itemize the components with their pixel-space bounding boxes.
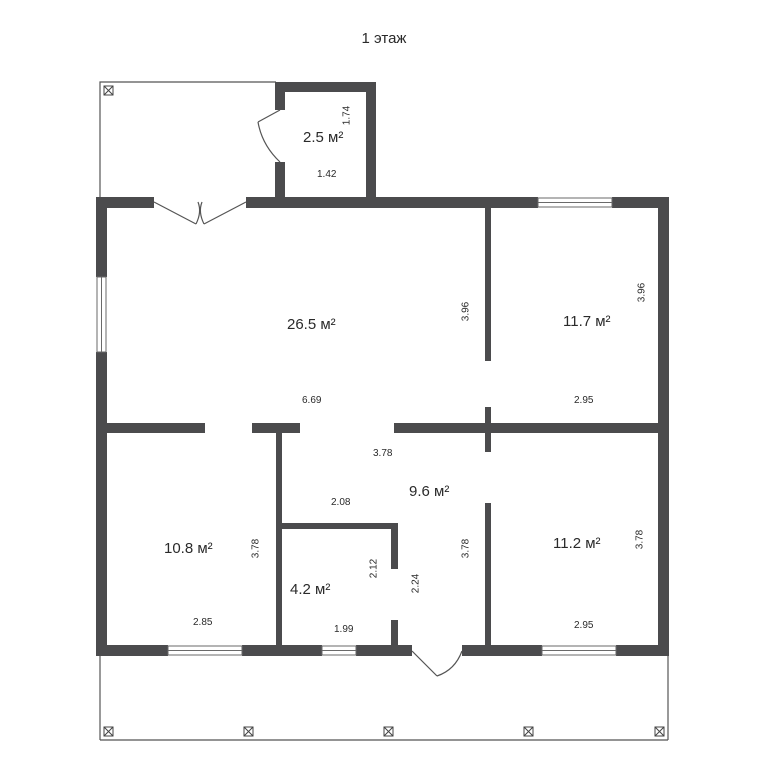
wall: [276, 433, 282, 645]
room-area-living: 26.5 м²: [287, 316, 336, 333]
room-height-living: 3.96: [460, 301, 472, 322]
wall: [612, 197, 669, 208]
post-marker: [103, 726, 114, 737]
room-height-bedroom-se: 3.78: [634, 529, 646, 550]
wall: [252, 423, 300, 433]
wall: [107, 423, 205, 433]
wall: [275, 82, 285, 110]
window-bottom-mid: [321, 645, 357, 656]
post-marker: [654, 726, 665, 737]
room-area-hall: 9.6 м²: [409, 483, 450, 500]
wall: [96, 197, 107, 277]
room-side-hall: 2.08: [331, 497, 351, 508]
window-top-right: [537, 197, 613, 208]
room-height-bedroom-ne: 3.96: [636, 282, 648, 303]
room-area-storage: 2.5 м²: [303, 129, 344, 146]
wall: [485, 503, 491, 645]
room-width-bath: 1.99: [334, 624, 354, 635]
post-marker: [383, 726, 394, 737]
wall: [391, 620, 398, 645]
wall: [246, 197, 538, 208]
walls: [96, 82, 669, 656]
room-width-hall: 3.78: [373, 448, 393, 459]
room-width-storage: 1.42: [317, 169, 337, 180]
wall: [394, 423, 658, 433]
room-width-bedroom-se: 2.95: [574, 620, 594, 631]
room-width-bedroom-ne: 2.95: [574, 395, 594, 406]
post-marker: [103, 85, 114, 96]
wall: [96, 197, 154, 208]
windows: [96, 197, 617, 656]
room-side-bath: 2.24: [410, 573, 422, 594]
wall: [96, 645, 168, 656]
post-markers: [103, 85, 665, 737]
wall: [275, 82, 376, 92]
wall: [391, 523, 398, 569]
entry-double-door: [153, 201, 247, 225]
window-west: [96, 276, 107, 353]
wall: [242, 645, 322, 656]
room-area-bedroom-sw: 10.8 м²: [164, 540, 213, 557]
wall: [485, 208, 491, 361]
wall: [616, 645, 669, 656]
wall: [366, 82, 376, 202]
room-height-bedroom-sw: 3.78: [250, 538, 262, 559]
room-height-hall: 3.78: [460, 538, 472, 559]
room-height-storage: 1.74: [341, 105, 353, 126]
wall: [658, 197, 669, 655]
wall: [96, 352, 107, 655]
wall: [462, 645, 542, 656]
room-width-bedroom-sw: 2.85: [193, 617, 213, 628]
room-width-living: 6.69: [302, 395, 322, 406]
wall: [275, 162, 285, 202]
terrace-lines: [99, 81, 669, 741]
wall: [282, 523, 398, 529]
post-marker: [523, 726, 534, 737]
window-bottom-left: [167, 645, 243, 656]
room-height-bath: 2.12: [368, 558, 380, 579]
wall: [356, 645, 412, 656]
window-bottom-right: [541, 645, 617, 656]
room-area-bedroom-se: 11.2 м²: [553, 535, 601, 552]
room-area-bedroom-ne: 11.7 м²: [563, 313, 611, 330]
room-area-bath: 4.2 м²: [290, 581, 331, 598]
floor-title: 1 этаж: [361, 30, 407, 47]
doors: [153, 109, 463, 677]
storage-door: [257, 109, 281, 163]
front-door: [411, 650, 463, 677]
post-marker: [243, 726, 254, 737]
